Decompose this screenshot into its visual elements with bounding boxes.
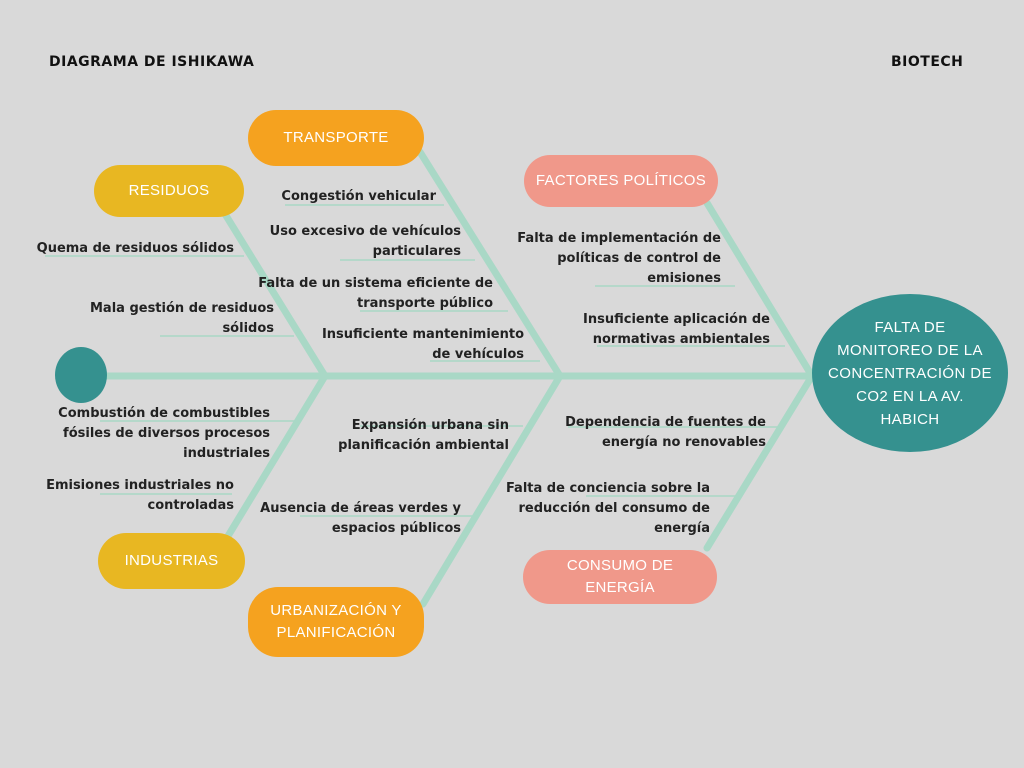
cause-politicos-1: Falta de implementación de políticas de … — [517, 231, 721, 286]
cause-residuos-1: Quema de residuos sólidos — [36, 241, 234, 256]
cause-transporte-4: Insuficiente mantenimiento de vehículos — [321, 327, 524, 362]
cause-urbanizacion-1: Expansión urbana sin planificación ambie… — [338, 418, 509, 453]
bone-factores-politicos — [703, 199, 816, 380]
cause-urbanizacion-2: Ausencia de áreas verdes y espacios públ… — [260, 501, 461, 536]
bone-residuos — [221, 210, 329, 380]
cause-transporte-1: Congestión vehicular — [281, 189, 436, 204]
category-residuos: RESIDUOS — [94, 165, 244, 217]
cause-transporte-3: Falta de un sistema eficiente de transpo… — [258, 276, 493, 311]
category-industrias: INDUSTRIAS — [98, 533, 245, 589]
cause-energia-2: Falta de conciencia sobre la reducción d… — [505, 481, 710, 536]
cause-energia-1: Dependencia de fuentes de energía no ren… — [565, 415, 766, 450]
category-consumo-energia: CONSUMO DE ENERGÍA — [523, 550, 717, 604]
fish-tail-circle — [55, 347, 107, 403]
category-transporte: TRANSPORTE — [248, 110, 424, 166]
bone-transporte — [416, 148, 564, 380]
cause-residuos-2: Mala gestión de residuos sólidos — [89, 301, 274, 336]
cause-industrias-2: Emisiones industriales no controladas — [46, 478, 234, 513]
bone-industrias — [224, 372, 329, 540]
diagram-title: DIAGRAMA DE ISHIKAWA — [49, 54, 255, 70]
bone-urbanizacion — [419, 372, 564, 608]
brand-label: BIOTECH — [891, 54, 964, 70]
problem-head: FALTA DE MONITOREO DE LA CONCENTRACIÓN D… — [812, 294, 1008, 452]
cause-politicos-2: Insuficiente aplicación de normativas am… — [583, 312, 770, 347]
bone-consumo-energia — [703, 372, 816, 552]
category-factores-politicos: FACTORES POLÍTICOS — [524, 155, 718, 207]
category-urbanizacion: URBANIZACIÓN Y PLANIFICACIÓN — [248, 587, 424, 657]
cause-transporte-2: Uso excesivo de vehículos particulares — [269, 224, 461, 259]
cause-industrias-1: Combustión de combustibles fósiles de di… — [58, 406, 270, 461]
